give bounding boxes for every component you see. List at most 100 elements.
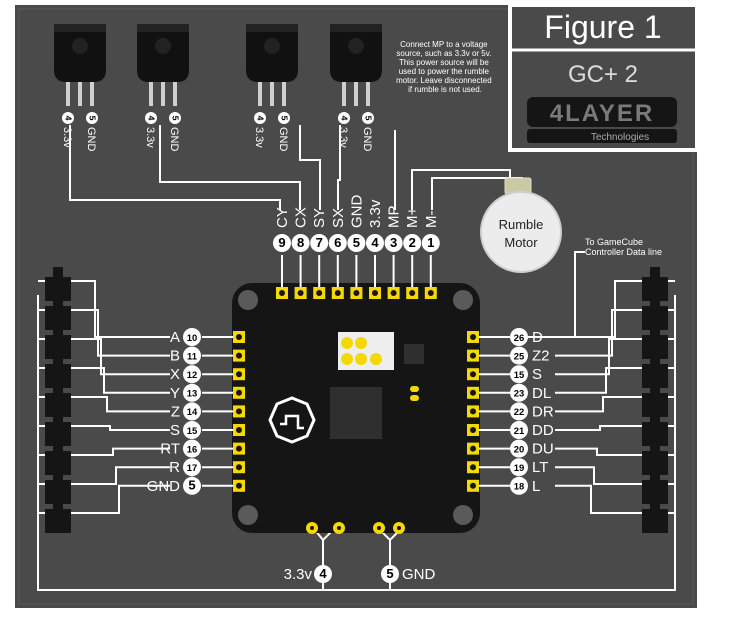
transistor-pin-b-number: 5 [279,116,289,121]
wire-bottom-33-fork [314,529,334,542]
button-wire [77,338,170,376]
left-pin: 15S [170,421,245,439]
top-pin-number-circle [384,234,403,252]
bottom-pin-pad-hole [310,526,314,530]
pin-pad-hole [470,427,476,433]
top-pin-label: 3.3v [367,199,384,228]
left-pin-number-circle [183,346,201,365]
left-pin: 11B [170,346,245,365]
right-pin-number-number: 18 [514,482,525,493]
push-button [636,470,674,504]
pin-pad-hole [390,290,397,296]
transistor-pin-b-circle [278,112,290,124]
left-pin-number-circle [183,365,201,384]
button-wire [555,338,636,376]
header-pad [355,337,367,349]
button-wire [555,367,636,394]
transistor-pin-b-label: GND [361,127,373,152]
pin-pad-hole [236,445,242,452]
gc-note-line: To GameCube [585,237,643,247]
wire-mplus [411,169,511,210]
transistor-pin-b-number: 5 [363,116,373,121]
transistor-pin-b-number: 5 [170,116,180,121]
top-pin-label-group: SY [311,208,328,228]
right-pin-number-circle [510,402,528,421]
pin-pad-hole [470,482,476,489]
right-pin-label: DL [532,385,551,402]
push-button [39,470,77,504]
mount-hole [453,505,473,525]
push-button-cap [650,267,660,277]
transistor-pin-b-circle [169,112,181,124]
top-pin-label-group: SX [330,208,347,228]
top-pin-label-group: M- [423,211,440,229]
gc-data-note: To GameCube Controller Data line [585,237,662,257]
brand-sub-text: Technologies [591,132,649,143]
pin-pad-hole [297,290,304,296]
top-pin-label-group: M+ [404,207,421,228]
transistor-hole [155,38,171,54]
left-pin-number-circle [183,383,201,402]
transistor-hole [264,38,280,54]
right-pin-number-number: 20 [514,444,525,455]
transistor-pin-a-circle [145,112,157,124]
push-button-cap [650,470,660,480]
transistor-pin-a-number: 4 [255,116,265,121]
left-pin: 14Z [171,402,245,421]
left-pin: 10A [170,328,245,346]
top-pin: 2M+ [403,207,422,299]
left-pin-number-circle [183,421,201,439]
push-button-cap [53,383,63,393]
bottom-pin-number-circle [314,565,332,583]
button-wire [77,447,170,456]
button-wire [555,425,636,431]
pin-pad-hole [236,389,242,396]
right-pin-label: S [532,366,542,383]
top-pin-label: SX [330,208,347,228]
transistor-pin-a-circle [338,112,350,124]
right-pin-number-number: 22 [514,407,525,418]
pin-pad-hole [470,334,476,340]
pin-pad-hole [236,427,242,433]
top-pin-label: MP [386,206,403,229]
top-pin-label: M+ [404,207,421,228]
push-button-cap [53,412,63,422]
push-button-cap [650,383,660,393]
left-pin-label: B [170,348,180,365]
top-pin-number-circle [273,234,291,252]
top-pin-number-circle [310,234,329,252]
transistor-leg [258,82,262,106]
transistor-pin-a-label: 3.3v [61,127,73,148]
bottom-pin-label: 3.3v [284,566,313,583]
motor-label-1: Rumble [499,217,544,232]
transistor-pin-a-label: 3.3v [144,127,156,148]
note-line: This power source will be [399,58,489,67]
top-pin-label-group: GND [348,195,365,229]
pin-pad-hole [470,371,476,378]
left-pin: 13Y [170,383,245,402]
pin-pad-hole [236,352,242,359]
transistor-hole [72,38,88,54]
top-pin-label: SY [311,208,328,228]
transistor-body [54,30,106,82]
product-name: GC+ 2 [568,61,638,88]
logo-octagon [268,396,316,444]
left-pin-number-number: 13 [187,389,198,400]
figure-box: Figure 1 GC+ 2 4LAYER Technologies [508,3,699,152]
wire-sy [299,125,321,210]
transistor-pin-b-label: GND [168,127,180,152]
top-pin-number-number: 8 [297,235,304,250]
top-pin: 8CX [291,207,310,299]
left-pin-number-number: 17 [187,463,198,474]
button-wire [77,466,170,485]
left-pin-number-number: 10 [187,333,198,344]
top-pin-number-number: 1 [427,235,434,250]
logo-trace [280,414,304,430]
